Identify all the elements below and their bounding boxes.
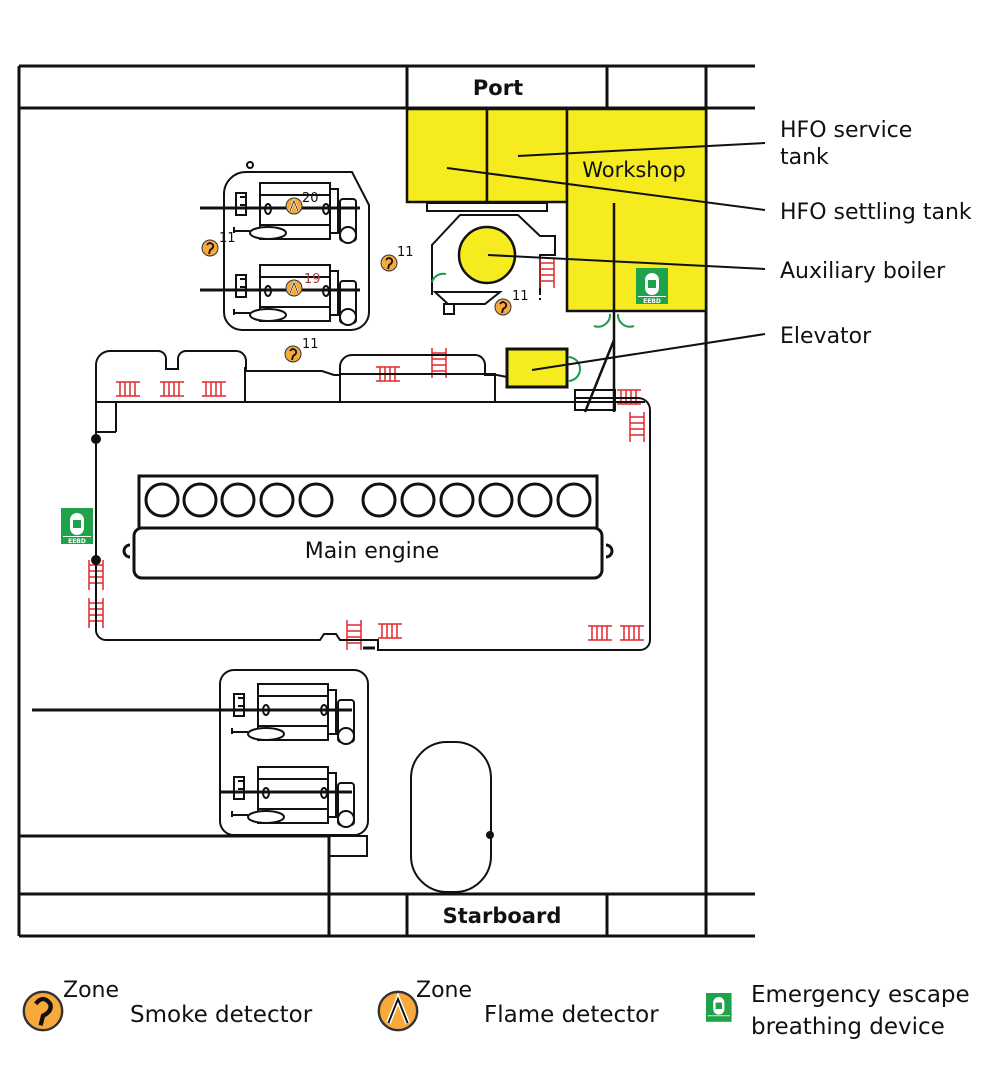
zone-label: 20 [302, 191, 319, 206]
flame-detector-zone-20[interactable] [285, 197, 303, 215]
zone-label: 11 [219, 231, 236, 246]
zone-label: 11 [397, 245, 414, 260]
generator-room-lower [219, 669, 369, 857]
legend-flame-icon [379, 992, 417, 1030]
smoke-detector[interactable] [494, 298, 512, 316]
port-label: Port [473, 76, 523, 100]
legend-eebd-label: Emergency escape [751, 982, 970, 1008]
eebd-label: EEBD [68, 538, 86, 545]
legend-zone-label: Zone [63, 978, 119, 1003]
flame-detector-zone-19[interactable] [285, 279, 303, 297]
callout-hfo-service: HFO service tank [780, 118, 919, 170]
zone-label: 11 [512, 289, 529, 304]
smoke-detector[interactable] [284, 345, 302, 363]
generator-3[interactable] [231, 683, 355, 745]
doors [431, 272, 635, 382]
elevator[interactable] [505, 347, 569, 389]
legend-zone-label: Zone [416, 978, 472, 1003]
lower-tank [410, 741, 492, 893]
legend: Zone Smoke detector Zone Flame detector … [24, 978, 970, 1040]
legend-eebd-icon [706, 993, 732, 1022]
auxiliary-boiler-unit [426, 202, 556, 315]
ladders [88, 257, 645, 651]
main-engine[interactable] [122, 474, 614, 580]
eebd-port-side[interactable]: EEBD [61, 508, 93, 545]
hfo-settling-tank[interactable] [405, 107, 489, 204]
workshop-label: Workshop [582, 158, 686, 182]
callout-hfo-settling: HFO settling tank [780, 200, 972, 225]
legend-smoke-label: Smoke detector [130, 1002, 313, 1028]
legend-smoke-icon [24, 992, 62, 1030]
engine-platform [91, 339, 651, 651]
eebd-workshop[interactable]: EEBD [636, 268, 668, 305]
starboard-label: Starboard [443, 904, 562, 928]
callout-leaders [446, 142, 766, 371]
auxiliary-boiler[interactable] [457, 225, 517, 285]
main-engine-label: Main engine [305, 539, 440, 564]
generator-room-upper [223, 161, 370, 331]
callout-elevator: Elevator [780, 324, 872, 349]
legend-eebd-label: breathing device [751, 1014, 945, 1040]
legend-flame-label: Flame detector [484, 1002, 659, 1028]
generator-4[interactable] [231, 766, 355, 828]
smoke-detector[interactable] [380, 254, 398, 272]
eebd-label: EEBD [643, 298, 661, 305]
zone-label: 19 [304, 272, 321, 287]
smoke-detector[interactable] [201, 239, 219, 257]
callout-aux-boiler: Auxiliary boiler [780, 259, 946, 284]
zone-label: 11 [302, 337, 319, 352]
